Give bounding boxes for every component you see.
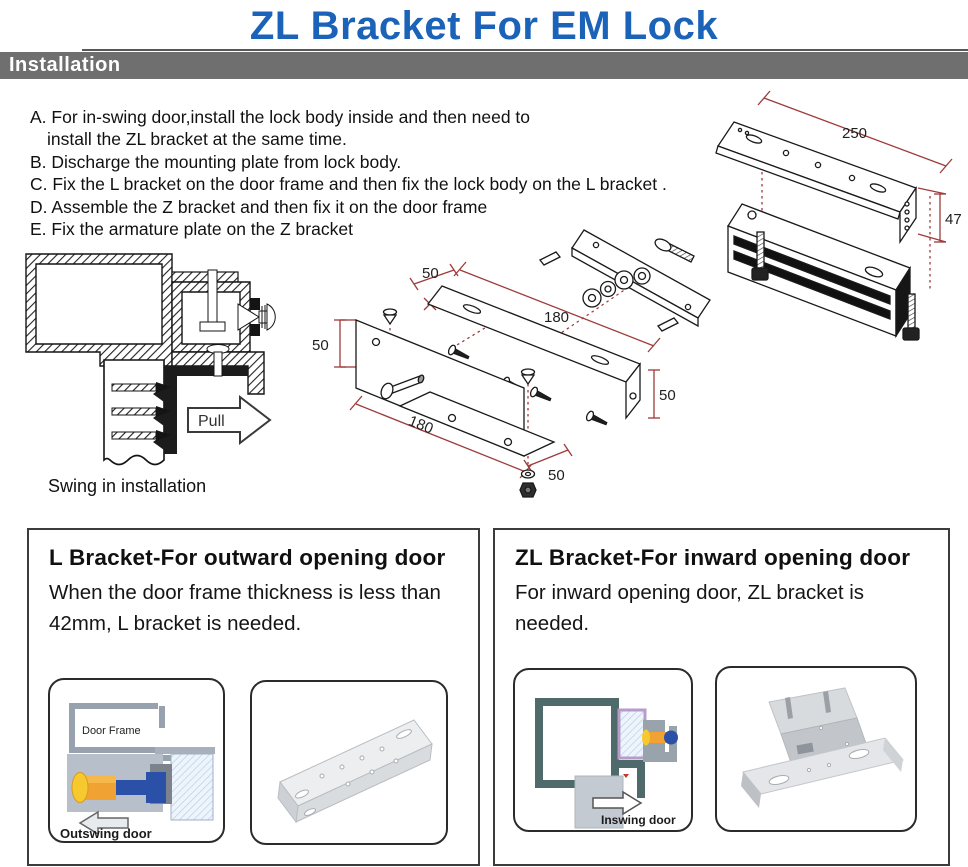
pin-icon xyxy=(538,251,562,266)
spindle-drawing xyxy=(237,298,276,336)
armature-plate-drawing xyxy=(571,229,711,328)
bolt-icon xyxy=(902,293,920,341)
lock-exploded-diagram: 250 47 xyxy=(715,90,962,341)
frame-step xyxy=(637,760,645,798)
l-bracket-panel: L Bracket-For outward opening door When … xyxy=(27,528,480,866)
dim-50-left-label: 50 xyxy=(312,337,329,354)
lock-bolt-drawing xyxy=(199,269,226,332)
flat-screw-icon xyxy=(382,308,398,326)
zl-bracket-panel-title: ZL Bracket-For inward opening door xyxy=(515,545,911,570)
banner-top-line xyxy=(82,49,968,51)
instruction-c: C. Fix the L bracket on the door frame a… xyxy=(30,174,667,195)
instruction-list: A. For in-swing door,install the lock bo… xyxy=(30,106,667,240)
outswing-door-figure: Door Frame Outswing door xyxy=(48,678,225,843)
dim-50-right-label: 50 xyxy=(659,387,676,404)
inswing-caption: Inswing door xyxy=(601,813,676,827)
z-bracket-exploded-diagram: 50 180 50 50 180 50 xyxy=(312,229,711,498)
bolt-icon xyxy=(751,231,769,281)
small-screw-icon xyxy=(529,386,552,402)
l-bracket-photo xyxy=(250,680,448,845)
door-screws xyxy=(111,382,171,441)
page-title: ZL Bracket For EM Lock xyxy=(249,4,719,48)
zl-bracket-panel: ZL Bracket-For inward opening door For i… xyxy=(493,528,950,866)
alignment-mark xyxy=(623,774,629,778)
mounting-plate-drawing xyxy=(715,121,918,245)
upper-z-bracket-drawing xyxy=(426,285,642,420)
armature-block xyxy=(170,753,214,821)
inswing-door-figure: Inswing door xyxy=(513,668,693,832)
zl-bracket-photo xyxy=(715,666,917,832)
l-bracket-panel-title: L Bracket-For outward opening door xyxy=(49,545,446,570)
instruction-a: A. For in-swing door,install the lock bo… xyxy=(30,107,531,127)
sex-bolt-drawing xyxy=(642,729,678,746)
pull-label: Pull xyxy=(198,413,225,430)
armature-screw-icon xyxy=(654,238,695,263)
rod-pin-icon xyxy=(380,374,425,400)
dimension-lines xyxy=(757,90,953,292)
bracket-screw-icon xyxy=(206,344,230,377)
installation-banner-label: Installation xyxy=(9,54,121,76)
flat-screw-icon xyxy=(520,368,536,386)
l-bracket-product-drawing xyxy=(277,719,433,824)
zl-bracket-panel-description: For inward opening door, ZL bracket is n… xyxy=(515,581,865,635)
swing-in-caption: Swing in installation xyxy=(48,476,207,496)
dim-180-top-label: 180 xyxy=(544,309,569,326)
l-bracket-panel-description: When the door frame thickness is less th… xyxy=(49,581,441,635)
bracket-plate xyxy=(155,747,215,754)
inswing-frame-profile xyxy=(535,698,619,788)
dim-50-top-label: 50 xyxy=(422,265,439,282)
wall-cross-section xyxy=(25,253,173,367)
door-frame-label: Door Frame xyxy=(82,725,141,737)
pull-arrow: Pull xyxy=(187,394,272,446)
lock-body-drawing xyxy=(727,203,911,339)
dim-50-bottom-label: 50 xyxy=(548,467,565,484)
wall-ledge xyxy=(171,271,239,283)
small-screw-icon xyxy=(447,344,470,360)
instruction-a-cont: install the ZL bracket at the same time. xyxy=(47,129,347,150)
installation-banner: Installation xyxy=(0,52,968,79)
sex-bolt-drawing xyxy=(71,772,166,803)
outswing-caption: Outswing door xyxy=(60,826,152,841)
swing-in-diagram: Pull xyxy=(25,253,276,466)
washers-icon xyxy=(582,270,634,308)
washer-nut-icon xyxy=(519,469,537,498)
instruction-b: B. Discharge the mounting plate from loc… xyxy=(30,151,402,172)
pin-icon xyxy=(656,317,680,332)
frame-step xyxy=(619,760,645,768)
dim-250-label: 250 xyxy=(842,125,867,142)
dim-47-label: 47 xyxy=(945,211,962,228)
instruction-d: D. Assemble the Z bracket and then fix i… xyxy=(30,196,488,217)
inswing-arrow xyxy=(592,790,643,816)
lower-l-bracket-drawing xyxy=(355,319,556,457)
zl-bracket-product-drawing xyxy=(741,687,904,808)
outswing-arrow xyxy=(78,810,129,836)
instruction-e: E. Fix the armature plate on the Z brack… xyxy=(30,219,353,240)
small-screw-icon xyxy=(585,410,608,426)
